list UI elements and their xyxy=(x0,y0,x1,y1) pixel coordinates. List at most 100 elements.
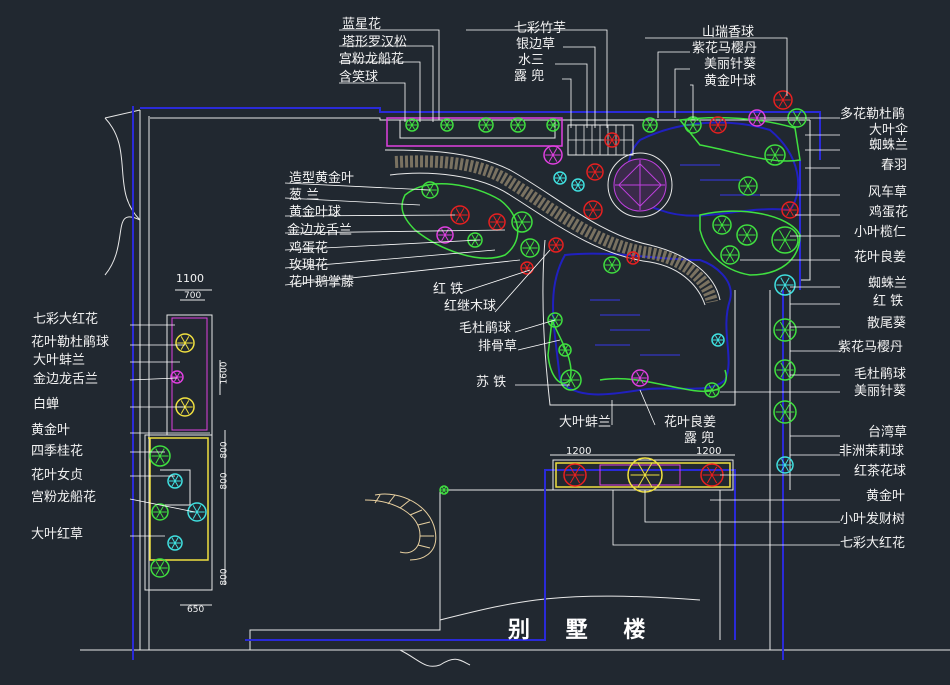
leader-line xyxy=(555,63,588,128)
plant-symbol xyxy=(774,359,796,381)
label-right: 散尾葵 xyxy=(867,316,907,331)
label-mid-left: 葱 兰 xyxy=(289,188,320,203)
label-right: 七彩大红花 xyxy=(840,536,906,551)
plant-symbol xyxy=(603,256,621,274)
label-left: 花叶女贞 xyxy=(31,468,84,483)
dim-left-v2: 800 xyxy=(219,441,230,459)
leader-line xyxy=(657,51,690,118)
plant-symbol xyxy=(488,213,506,231)
dim-left-v4: 800 xyxy=(219,568,230,586)
label-top: 塔形罗汉松 xyxy=(342,35,408,50)
leader-line xyxy=(644,490,840,523)
label-left: 白蝉 xyxy=(33,397,60,412)
label-top: 紫花马樱丹 xyxy=(692,41,758,56)
plant-symbol xyxy=(700,463,724,487)
label-left: 花叶勒杜鹃球 xyxy=(31,335,110,350)
leader-line xyxy=(517,339,561,351)
label-top: 七彩竹芋 xyxy=(514,21,567,36)
label-top: 美丽针葵 xyxy=(704,57,757,72)
plant-symbol xyxy=(773,90,793,110)
plant-symbol xyxy=(631,369,649,387)
leader-line xyxy=(284,182,431,191)
leader-line xyxy=(639,389,656,426)
leader-line xyxy=(339,45,434,122)
label-left: 大叶红草 xyxy=(31,527,84,542)
label-right: 小叶发财树 xyxy=(840,512,906,527)
label-top: 蓝星花 xyxy=(342,17,382,32)
plant-symbol xyxy=(776,456,794,474)
plant-symbol xyxy=(736,224,758,246)
plant-symbol xyxy=(167,473,183,489)
plant-symbol xyxy=(520,238,540,258)
label-center: 露 兜 xyxy=(684,431,715,446)
leader-line xyxy=(284,229,506,234)
label-right: 毛杜鹃球 xyxy=(854,367,907,382)
leader-line xyxy=(690,84,694,118)
label-mid-left: 玫瑰花 xyxy=(289,258,329,273)
plant-symbol xyxy=(773,400,797,424)
label-right: 美丽针葵 xyxy=(854,384,907,399)
label-mid-left: 花叶鹅掌藤 xyxy=(289,275,355,290)
label-right: 小叶榄仁 xyxy=(854,225,907,240)
label-left: 黄金叶 xyxy=(31,423,71,438)
spiral-stair xyxy=(364,493,437,561)
dim-left-inner: 700 xyxy=(184,291,202,301)
label-top: 黄金叶球 xyxy=(704,74,757,89)
leader-line xyxy=(284,239,481,251)
label-right: 大叶伞 xyxy=(869,123,909,138)
plant-symbol xyxy=(421,181,439,199)
label-right: 紫花马樱丹 xyxy=(838,340,904,355)
leader-line xyxy=(129,377,178,381)
label-right: 花叶良姜 xyxy=(854,250,907,265)
label-center: 红继木球 xyxy=(444,299,497,314)
label-right: 非洲茉莉球 xyxy=(839,444,905,459)
label-left: 七彩大红花 xyxy=(33,312,99,327)
label-mid-left: 黄金叶球 xyxy=(289,205,342,220)
leader-line xyxy=(674,68,690,118)
plant-symbol xyxy=(560,369,582,391)
plant-symbol xyxy=(167,535,183,551)
plant-symbol xyxy=(546,118,560,132)
plant-symbol xyxy=(553,171,567,185)
plant-symbol xyxy=(543,145,563,165)
top-planter xyxy=(386,117,634,156)
label-mid-left: 造型黄金叶 xyxy=(289,171,355,186)
plant-symbol xyxy=(642,117,658,133)
leader-line xyxy=(339,61,421,122)
plant-symbol xyxy=(175,333,195,353)
plant-symbol xyxy=(440,118,454,132)
label-top: 含笑球 xyxy=(339,70,379,85)
leader-line xyxy=(645,37,788,96)
building-label: 别 墅 楼 xyxy=(508,617,660,643)
leader-line xyxy=(459,269,531,294)
label-center: 花叶良姜 xyxy=(664,415,717,430)
label-top: 水三 xyxy=(518,53,545,68)
plant-symbol xyxy=(405,118,419,132)
plant-symbol xyxy=(704,382,720,398)
plant-symbol xyxy=(738,176,758,196)
label-right: 红茶花球 xyxy=(854,464,907,479)
dim-left-v1: 1600 xyxy=(219,361,230,385)
leader-line xyxy=(284,259,521,286)
leader-line xyxy=(284,249,496,269)
plant-symbol xyxy=(511,211,533,233)
leader-line xyxy=(284,214,456,217)
plant-symbol xyxy=(478,117,494,133)
label-mid-left: 鸡蛋花 xyxy=(289,241,329,256)
label-left: 大叶蚌兰 xyxy=(33,353,86,368)
label-right: 黄金叶 xyxy=(866,489,906,504)
label-right: 红 铁 xyxy=(873,294,904,309)
plant-symbol xyxy=(711,333,725,347)
label-top: 山瑞香球 xyxy=(702,25,755,40)
plant-symbol xyxy=(571,178,585,192)
label-right: 多花勒杜鹃 xyxy=(840,107,906,122)
plant-symbol xyxy=(520,261,534,275)
plant-symbol xyxy=(170,370,184,384)
leader-line xyxy=(514,319,556,333)
site-boundary xyxy=(80,109,950,667)
plant-symbol xyxy=(439,485,449,495)
plant-symbol xyxy=(764,144,786,166)
label-top: 露 兜 xyxy=(514,69,545,84)
plant-symbol xyxy=(604,132,620,148)
